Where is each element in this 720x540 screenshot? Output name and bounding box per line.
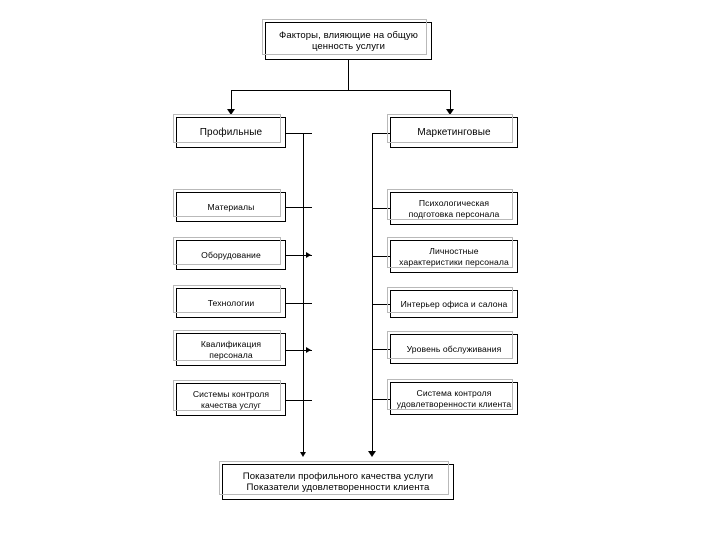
connector-materials-stub <box>286 207 312 208</box>
connector-root-trunk <box>348 60 349 90</box>
connector-staff-qualification-stub <box>286 350 312 351</box>
node-technology-label: Технологии <box>207 297 255 308</box>
node-satisfaction-control-label: Система контроля удовлетворенности клиен… <box>396 388 512 409</box>
node-service-level: Уровень обслуживания <box>387 331 518 364</box>
arrow-to-branch-marketing-icon <box>446 109 454 115</box>
node-materials-label: Материалы <box>207 201 255 212</box>
node-equipment-label: Оборудование <box>201 249 261 260</box>
connector-to-branch-marketing <box>450 90 451 111</box>
node-quality-control-label: Системы контроля качества услуг <box>192 389 270 410</box>
node-technology: Технологии <box>173 285 286 318</box>
arrow-spine-to-summary-icon <box>368 451 376 457</box>
connector-quality-control-stub <box>286 400 312 401</box>
connector-psych-training-stub <box>372 208 390 209</box>
node-branch-profile: Профильные <box>173 114 286 148</box>
node-branch-profile-label: Профильные <box>199 126 263 138</box>
node-satisfaction-control: Система контроля удовлетворенности клиен… <box>387 379 518 415</box>
connector-branch-marketing-stub <box>372 133 390 134</box>
connector-split-bar <box>231 90 451 91</box>
node-interior-label: Интерьер офиса и салона <box>400 298 508 309</box>
connector-branch-profile-stub <box>286 133 312 134</box>
arrow-to-branch-profile-icon <box>227 109 235 115</box>
node-service-level-label: Уровень обслуживания <box>406 343 502 354</box>
node-equipment: Оборудование <box>173 237 286 270</box>
node-personal-traits: Личностные характеристики персонала <box>387 237 518 273</box>
connector-service-level-stub <box>372 349 390 350</box>
arrow-equipment-icon <box>306 252 311 258</box>
node-staff-qualification: Квалификация персонала <box>173 330 286 366</box>
connector-equipment-stub <box>286 255 312 256</box>
connector-left-collector <box>303 133 304 453</box>
node-branch-marketing: Маркетинговые <box>387 114 518 148</box>
node-quality-control: Системы контроля качества услуг <box>173 380 286 416</box>
node-summary-label: Показатели профильного качества услуги П… <box>242 470 434 493</box>
node-root-factors: Факторы, влияющие на общую ценность услу… <box>262 19 432 60</box>
connector-personal-traits-stub <box>372 256 390 257</box>
node-root-label: Факторы, влияющие на общую ценность услу… <box>279 29 418 52</box>
connector-technology-stub <box>286 303 312 304</box>
arrow-staff-qualification-icon <box>306 347 311 353</box>
node-materials: Материалы <box>173 189 286 222</box>
node-summary: Показатели профильного качества услуги П… <box>219 461 454 500</box>
connector-spine-marketing <box>372 133 373 453</box>
node-personal-traits-label: Личностные характеристики персонала <box>399 246 509 267</box>
connector-to-branch-profile <box>231 90 232 111</box>
node-staff-qualification-label: Квалификация персонала <box>200 339 262 360</box>
node-interior: Интерьер офиса и салона <box>387 287 518 318</box>
connector-interior-stub <box>372 304 390 305</box>
node-branch-marketing-label: Маркетинговые <box>417 126 491 138</box>
node-psych-training: Психологическая подготовка персонала <box>387 189 518 225</box>
arrow-left-to-summary-icon <box>300 452 306 457</box>
connector-satisfaction-control-stub <box>372 399 390 400</box>
node-psych-training-label: Психологическая подготовка персонала <box>408 198 500 219</box>
